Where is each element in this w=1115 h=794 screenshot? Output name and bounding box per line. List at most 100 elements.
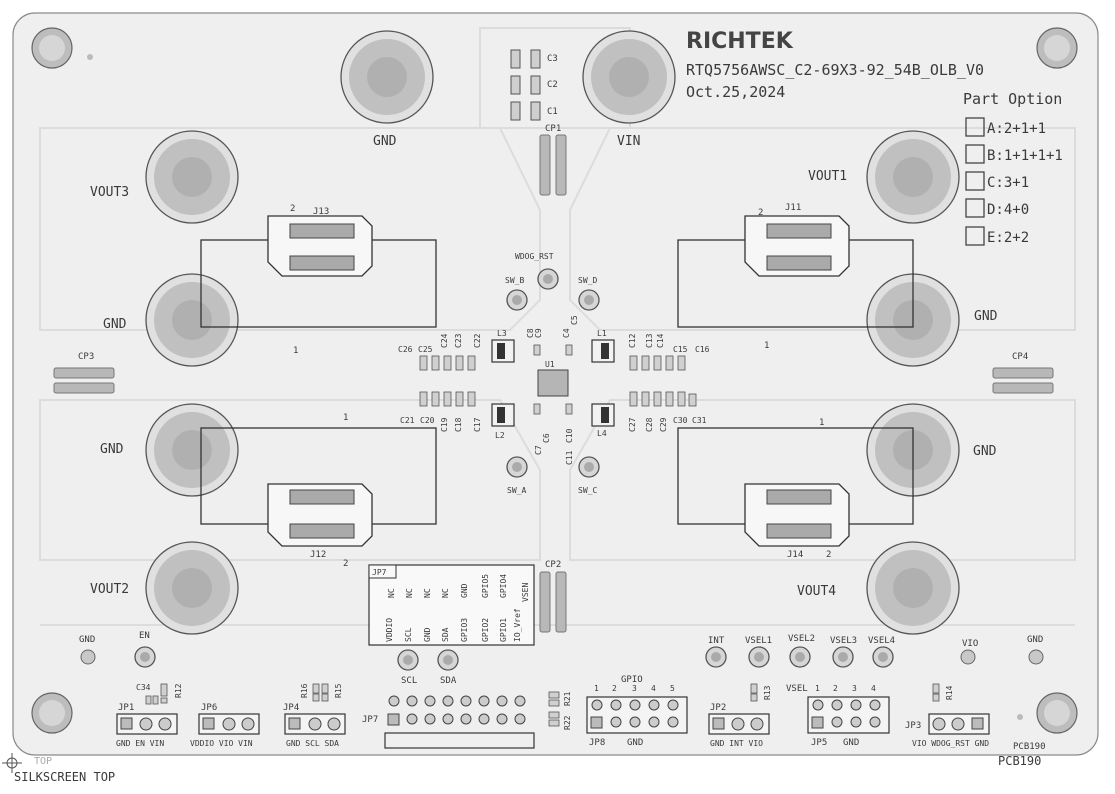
label-c2: C2: [547, 80, 558, 90]
terminal-vout1: [866, 130, 960, 224]
label-cp3: CP3: [78, 352, 94, 362]
terminal-posts: [145, 30, 960, 635]
terminal-gnd-left-lower: [145, 403, 239, 497]
label-c19: C19: [440, 417, 449, 432]
label-vout1: VOUT1: [808, 169, 847, 184]
option-c: C:3+1: [987, 175, 1029, 191]
header-jp7: [384, 695, 535, 749]
vsel-num: 3: [852, 684, 857, 693]
tp-sda: SDA: [440, 676, 457, 686]
vsel-num: 1: [815, 684, 820, 693]
header-jp8: [586, 696, 688, 734]
label-c17: C17: [473, 417, 482, 432]
jp4-pins: GND SCL SDA: [286, 739, 339, 748]
pin-name: GND: [423, 627, 432, 642]
label-jp7: JP7: [362, 715, 378, 725]
label-l2: L2: [495, 431, 505, 440]
pin-name: SDA: [441, 627, 450, 642]
vsel-num: 2: [833, 684, 838, 693]
label-jp3: JP3: [905, 721, 921, 731]
inductors: [491, 339, 615, 427]
jp7-table-tag: [368, 564, 397, 579]
label-jp4: JP4: [283, 703, 299, 713]
resistors: [145, 683, 940, 727]
label-sw-b: SW_B: [505, 276, 524, 285]
pin-name: IO_Vref: [513, 608, 522, 642]
terminal-vout4: [866, 541, 960, 635]
tp-gnd-right: GND: [1027, 635, 1043, 645]
label-c25: C25: [418, 345, 433, 354]
label-c28: C28: [645, 417, 654, 432]
pin-name: NC: [405, 588, 414, 598]
label-vout3: VOUT3: [90, 185, 129, 200]
pin-name: SCL: [404, 627, 413, 642]
label-c10: C10: [565, 428, 574, 443]
tp-vsel3: VSEL3: [830, 636, 857, 646]
terminal-gnd-top: [340, 30, 434, 124]
label-c30: C30: [673, 416, 688, 425]
label-c21: C21: [400, 416, 415, 425]
pin-label: 2: [343, 559, 348, 569]
label-jp5: JP5: [811, 738, 827, 748]
gpio-num: 5: [670, 684, 675, 693]
tp-int: INT: [708, 636, 725, 646]
label-gnd-top: GND: [373, 134, 397, 149]
label-sw-c: SW_C: [578, 486, 597, 495]
pin-name: NC: [387, 588, 396, 598]
tp-gnd-left: GND: [79, 635, 95, 645]
label-c6: C6: [542, 433, 551, 443]
label-r14: R14: [945, 685, 954, 700]
option-e: E:2+2: [987, 230, 1029, 246]
jp7-table-top-row: NC NC NC NC GND GPIO5 GPIO4: [387, 574, 508, 598]
header-jp3: [928, 713, 990, 735]
label-c5: C5: [570, 315, 579, 325]
mounting-holes: [31, 27, 1078, 734]
label-r12: R12: [174, 683, 183, 698]
jp8-gnd: GND: [627, 738, 643, 748]
header-jp5: [807, 696, 890, 734]
label-c23: C23: [454, 333, 463, 348]
tp-scl: SCL: [401, 676, 417, 686]
label-sw-a: SW_A: [507, 486, 526, 495]
part-option-title: Part Option: [963, 90, 1062, 108]
label-r21: R21: [563, 691, 572, 706]
label-c11: C11: [565, 450, 574, 465]
connector-bodies: [267, 215, 850, 547]
label-c20: C20: [420, 416, 435, 425]
pin-name: GPIO2: [481, 618, 490, 642]
center-cap-labels: C26 C25 C24 C23 C22 C9 C8 C4 C5 C12 C13 …: [398, 315, 710, 465]
gpio-num: 2: [612, 684, 617, 693]
tp-vio: VIO: [962, 639, 978, 649]
label-c24: C24: [440, 333, 449, 348]
pin-name: VSEN: [521, 583, 530, 602]
label-wdog-rst: WDOG_RST: [515, 252, 554, 261]
vsel-label: VSEL: [786, 684, 808, 694]
layer-marker: TOP: [34, 756, 52, 767]
option-checkbox: [965, 226, 985, 246]
header-jp6: [198, 713, 260, 735]
label-c12: C12: [628, 333, 637, 348]
label-gnd-left-upper: GND: [103, 317, 127, 332]
label-c13: C13: [645, 333, 654, 348]
option-d: D:4+0: [987, 202, 1029, 218]
label-r13: R13: [763, 685, 772, 700]
label-gnd-left-lower: GND: [100, 442, 124, 457]
label-c26: C26: [398, 345, 413, 354]
gpio-label: GPIO: [621, 675, 643, 685]
tp-vsel2: VSEL2: [788, 634, 815, 644]
tp-vsel4: VSEL4: [868, 636, 895, 646]
jp6-pins: VDDIO VIO VIN: [190, 739, 253, 748]
layer-name: SILKSCREEN TOP: [14, 770, 115, 784]
terminal-gnd-left-upper: [145, 273, 239, 367]
header-jp1: [116, 713, 178, 735]
option-checkbox: [965, 117, 985, 137]
label-c7: C7: [534, 445, 543, 455]
label-j13: J13: [313, 207, 329, 217]
pour-region: [479, 27, 631, 129]
terminal-vout3: [145, 130, 239, 224]
label-u1: U1: [545, 360, 555, 369]
jp5-gnd: GND: [843, 738, 859, 748]
pin-label: 1: [819, 418, 824, 428]
option-checkbox: [965, 144, 985, 164]
